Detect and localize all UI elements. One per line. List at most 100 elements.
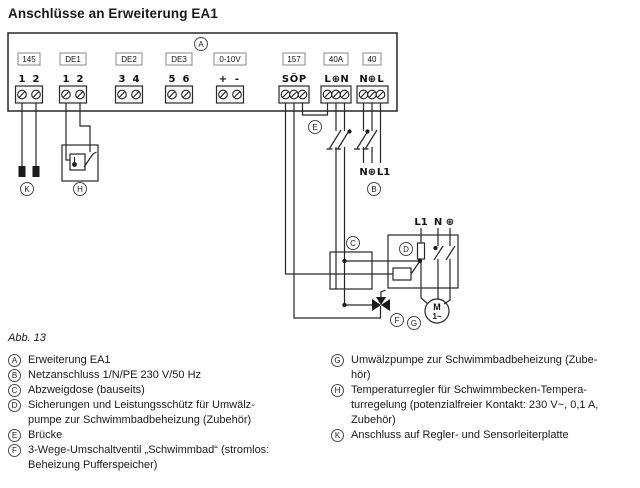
fuse-symbol bbox=[416, 242, 426, 260]
plug-de2: DE2 3 4 bbox=[114, 52, 144, 104]
callout-a: A bbox=[198, 40, 204, 49]
legend-entry: B Netzanschluss 1/N/PE 230 V/50 Hz bbox=[8, 368, 323, 383]
plug-label: 0-10V bbox=[219, 55, 241, 64]
sensor-wires-k bbox=[21, 103, 37, 166]
mains-label-pe: ⊕ bbox=[368, 167, 376, 178]
plug-label: 145 bbox=[22, 55, 36, 64]
supply-label-n: N bbox=[434, 217, 442, 228]
terminal-number: 2 bbox=[77, 74, 84, 85]
wires bbox=[18, 103, 420, 319]
legend-text: Beheizung Pufferspeicher) bbox=[28, 459, 158, 471]
plug-40a: 40A L ⊕ N bbox=[320, 52, 352, 104]
plug-de1: DE1 1 2 bbox=[58, 52, 88, 104]
valve-symbol bbox=[372, 297, 390, 311]
legend-key: A bbox=[8, 354, 21, 367]
junction-dot bbox=[417, 258, 423, 264]
plug-label: 40A bbox=[329, 55, 344, 64]
legend-key: E bbox=[8, 429, 21, 442]
plug-label-box bbox=[282, 52, 306, 66]
pe-symbol: ⊕ bbox=[332, 74, 340, 85]
callout-f: F bbox=[395, 316, 400, 325]
legend-text: Abzweigdose (bauseits) bbox=[28, 384, 145, 396]
terminal-letter: N bbox=[340, 74, 348, 85]
legend-text: hör) bbox=[351, 369, 371, 381]
pump-motor: M 1~ bbox=[424, 298, 450, 324]
legend-entry: H Temperaturregler für Schwimmbecken-Tem… bbox=[331, 383, 636, 428]
supply-label-l1: L1 bbox=[414, 217, 427, 228]
legend-entry: K Anschluss auf Regler- und Sensorleiter… bbox=[331, 428, 636, 443]
legend-key: F bbox=[8, 444, 21, 457]
contactor-coil bbox=[392, 267, 412, 281]
thermometer-icon bbox=[72, 162, 77, 167]
legend-text: Netzanschluss 1/N/PE 230 V/50 Hz bbox=[28, 369, 202, 381]
plug-0-10v: 0-10V + - bbox=[213, 52, 247, 104]
plug-label-box bbox=[323, 52, 349, 66]
switch-dot bbox=[347, 129, 352, 134]
terminal-letter: N bbox=[359, 74, 367, 85]
motor-circle bbox=[424, 298, 450, 324]
junction-dot bbox=[342, 258, 347, 264]
legend-text: Brücke bbox=[28, 429, 63, 441]
plug-label-box bbox=[17, 52, 41, 66]
contactor-contact-n bbox=[433, 245, 444, 261]
callout-g: G bbox=[411, 319, 417, 328]
legend-text: 3-Wege-Umschaltventil „Schwimmbad“ (stro… bbox=[28, 444, 270, 456]
mains-label-l1: L1 bbox=[377, 167, 390, 178]
terminal-letter: Ö bbox=[290, 71, 299, 85]
legend-entry: G Umwälzpumpe zur Schwimmbadbeheizung (Z… bbox=[331, 353, 636, 383]
relay-s-wire bbox=[284, 103, 393, 275]
legend-text: Temperaturregler für Schwimmbecken-Tempe… bbox=[351, 384, 587, 396]
legend-text: Sicherungen und Leistungsschütz für Umwä… bbox=[28, 399, 255, 411]
valve-stem bbox=[380, 289, 386, 297]
legend-entry: A Erweiterung EA1 bbox=[8, 353, 323, 368]
terminal-number: 6 bbox=[183, 74, 190, 85]
terminal-number: 3 bbox=[119, 74, 126, 85]
callout-e: E bbox=[312, 123, 317, 132]
legend-text: Anschluss auf Regler- und Sensorleiterpl… bbox=[351, 429, 569, 441]
contactor-contact-pe bbox=[445, 245, 456, 261]
legend-text: Zubehör) bbox=[351, 414, 396, 426]
callout-k: K bbox=[24, 185, 30, 194]
contactor-box-outline bbox=[387, 234, 459, 289]
callout-h: H bbox=[77, 185, 83, 194]
pe-symbol: ⊕ bbox=[368, 74, 376, 85]
pump-l1-wire bbox=[420, 228, 429, 305]
plug-label: DE2 bbox=[121, 55, 137, 64]
plug-label: DE1 bbox=[65, 55, 81, 64]
motor-phase: 1~ bbox=[432, 312, 441, 321]
sensor-lead-tip bbox=[32, 166, 40, 177]
legend-entry: F 3-Wege-Umschaltventil „Schwimmbad“ (st… bbox=[8, 443, 323, 473]
terminal-number: + bbox=[219, 74, 227, 85]
switch-dot bbox=[365, 129, 370, 134]
junction-dot bbox=[342, 302, 347, 308]
plug-label: 40 bbox=[368, 55, 377, 64]
motor-letter: M bbox=[433, 302, 441, 312]
callout-c: C bbox=[350, 239, 356, 248]
thermostat-inner-box bbox=[69, 153, 86, 171]
mains-connection: N ⊕ L1 bbox=[359, 167, 390, 178]
page-title: Anschlüsse an Erweiterung EA1 bbox=[8, 6, 218, 21]
legend-key: B bbox=[8, 369, 21, 382]
legend-right-column: G Umwälzpumpe zur Schwimmbadbeheizung (Z… bbox=[331, 353, 636, 443]
isolator-switch-40a bbox=[326, 129, 351, 150]
plug-145: 145 1 2 bbox=[14, 52, 44, 104]
terminal-number: 2 bbox=[33, 74, 40, 85]
sensor-lead-tip bbox=[18, 166, 26, 177]
junction-box bbox=[329, 251, 373, 290]
terminal-letter: S bbox=[282, 74, 289, 85]
thermostat-contact bbox=[83, 151, 97, 168]
thermostat-wire-2 bbox=[79, 103, 91, 152]
isolator-switch-40 bbox=[354, 129, 378, 150]
terminal-letter: P bbox=[299, 74, 306, 85]
legend-key: D bbox=[8, 399, 21, 412]
extension-board-outline bbox=[7, 32, 398, 112]
wiring-diagram: 145 1 2 DE1 1 2 DE2 3 4 DE3 5 6 bbox=[7, 32, 459, 330]
plug-40: 40 N ⊕ L bbox=[356, 52, 389, 104]
legend-text: turregelung (potenzialfreier Kontakt: 23… bbox=[351, 399, 599, 411]
pump-pe-wire bbox=[443, 228, 451, 305]
terminal-number: 1 bbox=[19, 74, 26, 85]
contact-dot bbox=[433, 245, 438, 251]
terminal-number: 5 bbox=[169, 74, 176, 85]
plug-label: DE3 bbox=[171, 55, 187, 64]
